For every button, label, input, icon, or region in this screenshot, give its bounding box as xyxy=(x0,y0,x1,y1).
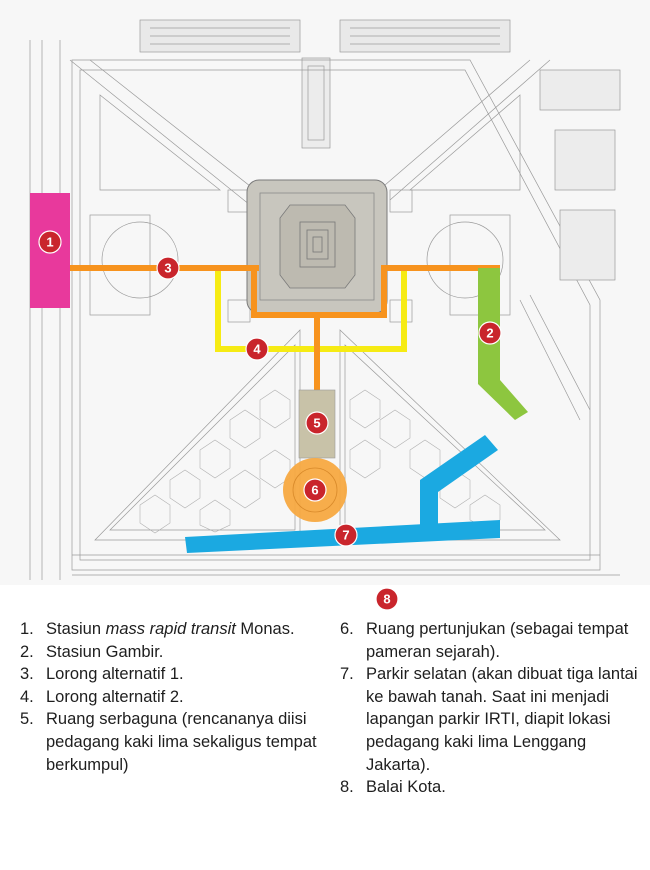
marker-circle xyxy=(478,321,502,345)
marker-circle xyxy=(375,587,399,611)
legend-item-5: 5.Ruang serbaguna (rencananya diisi peda… xyxy=(20,710,317,774)
legend-right: 6.Ruang pertunjukan (sebagai tempat pame… xyxy=(340,618,640,799)
corridor-alternatif-2 xyxy=(215,268,407,352)
legend-item-4: 4.Lorong alternatif 2. xyxy=(20,686,320,709)
marker-3: 3 xyxy=(156,256,180,280)
legend-number: 2. xyxy=(20,642,34,661)
legend-item-7: 7.Parkir selatan (akan dibuat tiga lanta… xyxy=(340,665,638,774)
legend-number: 3. xyxy=(20,665,34,684)
marker-circle xyxy=(305,411,329,435)
monas-site-map: 1 2 3 4 5 6 7 xyxy=(0,0,650,585)
corridor-alternatif-1-segment xyxy=(247,265,259,271)
marker-2: 2 xyxy=(478,321,502,345)
marker-circle xyxy=(245,337,269,361)
corridor-alternatif-1 xyxy=(70,265,500,390)
marker-label: 7 xyxy=(342,528,349,543)
marker-circle xyxy=(38,230,62,254)
marker-circle xyxy=(156,256,180,280)
legend-left: 1.Stasiun mass rapid transit Monas. 2.St… xyxy=(20,618,320,776)
legend-number: 6. xyxy=(340,620,354,638)
marker-1: 1 xyxy=(38,230,62,254)
legend-item-3: 3.Lorong alternatif 1. xyxy=(20,663,320,686)
marker-label: 1 xyxy=(46,235,53,250)
legend-item-6: 6.Ruang pertunjukan (sebagai tempat pame… xyxy=(340,620,629,661)
marker-6: 6 xyxy=(303,478,327,502)
legend-number: 1. xyxy=(20,620,34,638)
marker-5: 5 xyxy=(305,411,329,435)
legend-number: 8. xyxy=(340,778,354,797)
monas-monument xyxy=(246,179,388,314)
gambir-station-area xyxy=(478,268,528,420)
marker-circle xyxy=(303,478,327,502)
legend-item-1: 1.Stasiun mass rapid transit Monas. xyxy=(20,618,320,641)
legend-number: 4. xyxy=(20,687,34,706)
marker-7: 7 xyxy=(334,523,358,547)
marker-label: 6 xyxy=(311,483,318,498)
marker-8: 8 xyxy=(375,587,399,611)
legend-item-2: 2.Stasiun Gambir. xyxy=(20,641,320,664)
marker-circle xyxy=(334,523,358,547)
map-markers: 1 2 3 4 5 6 7 xyxy=(38,230,502,547)
marker-4: 4 xyxy=(245,337,269,361)
marker-label: 5 xyxy=(313,416,320,431)
marker-label: 4 xyxy=(253,342,261,357)
marker-label: 3 xyxy=(164,261,171,276)
marker-label: 8 xyxy=(383,592,390,607)
south-parking-connector xyxy=(420,435,498,525)
legend-number: 7. xyxy=(340,665,354,684)
marker-label: 2 xyxy=(486,326,493,341)
legend-item-8: 8.Balai Kota. xyxy=(340,776,640,799)
legend-number: 5. xyxy=(20,710,34,729)
